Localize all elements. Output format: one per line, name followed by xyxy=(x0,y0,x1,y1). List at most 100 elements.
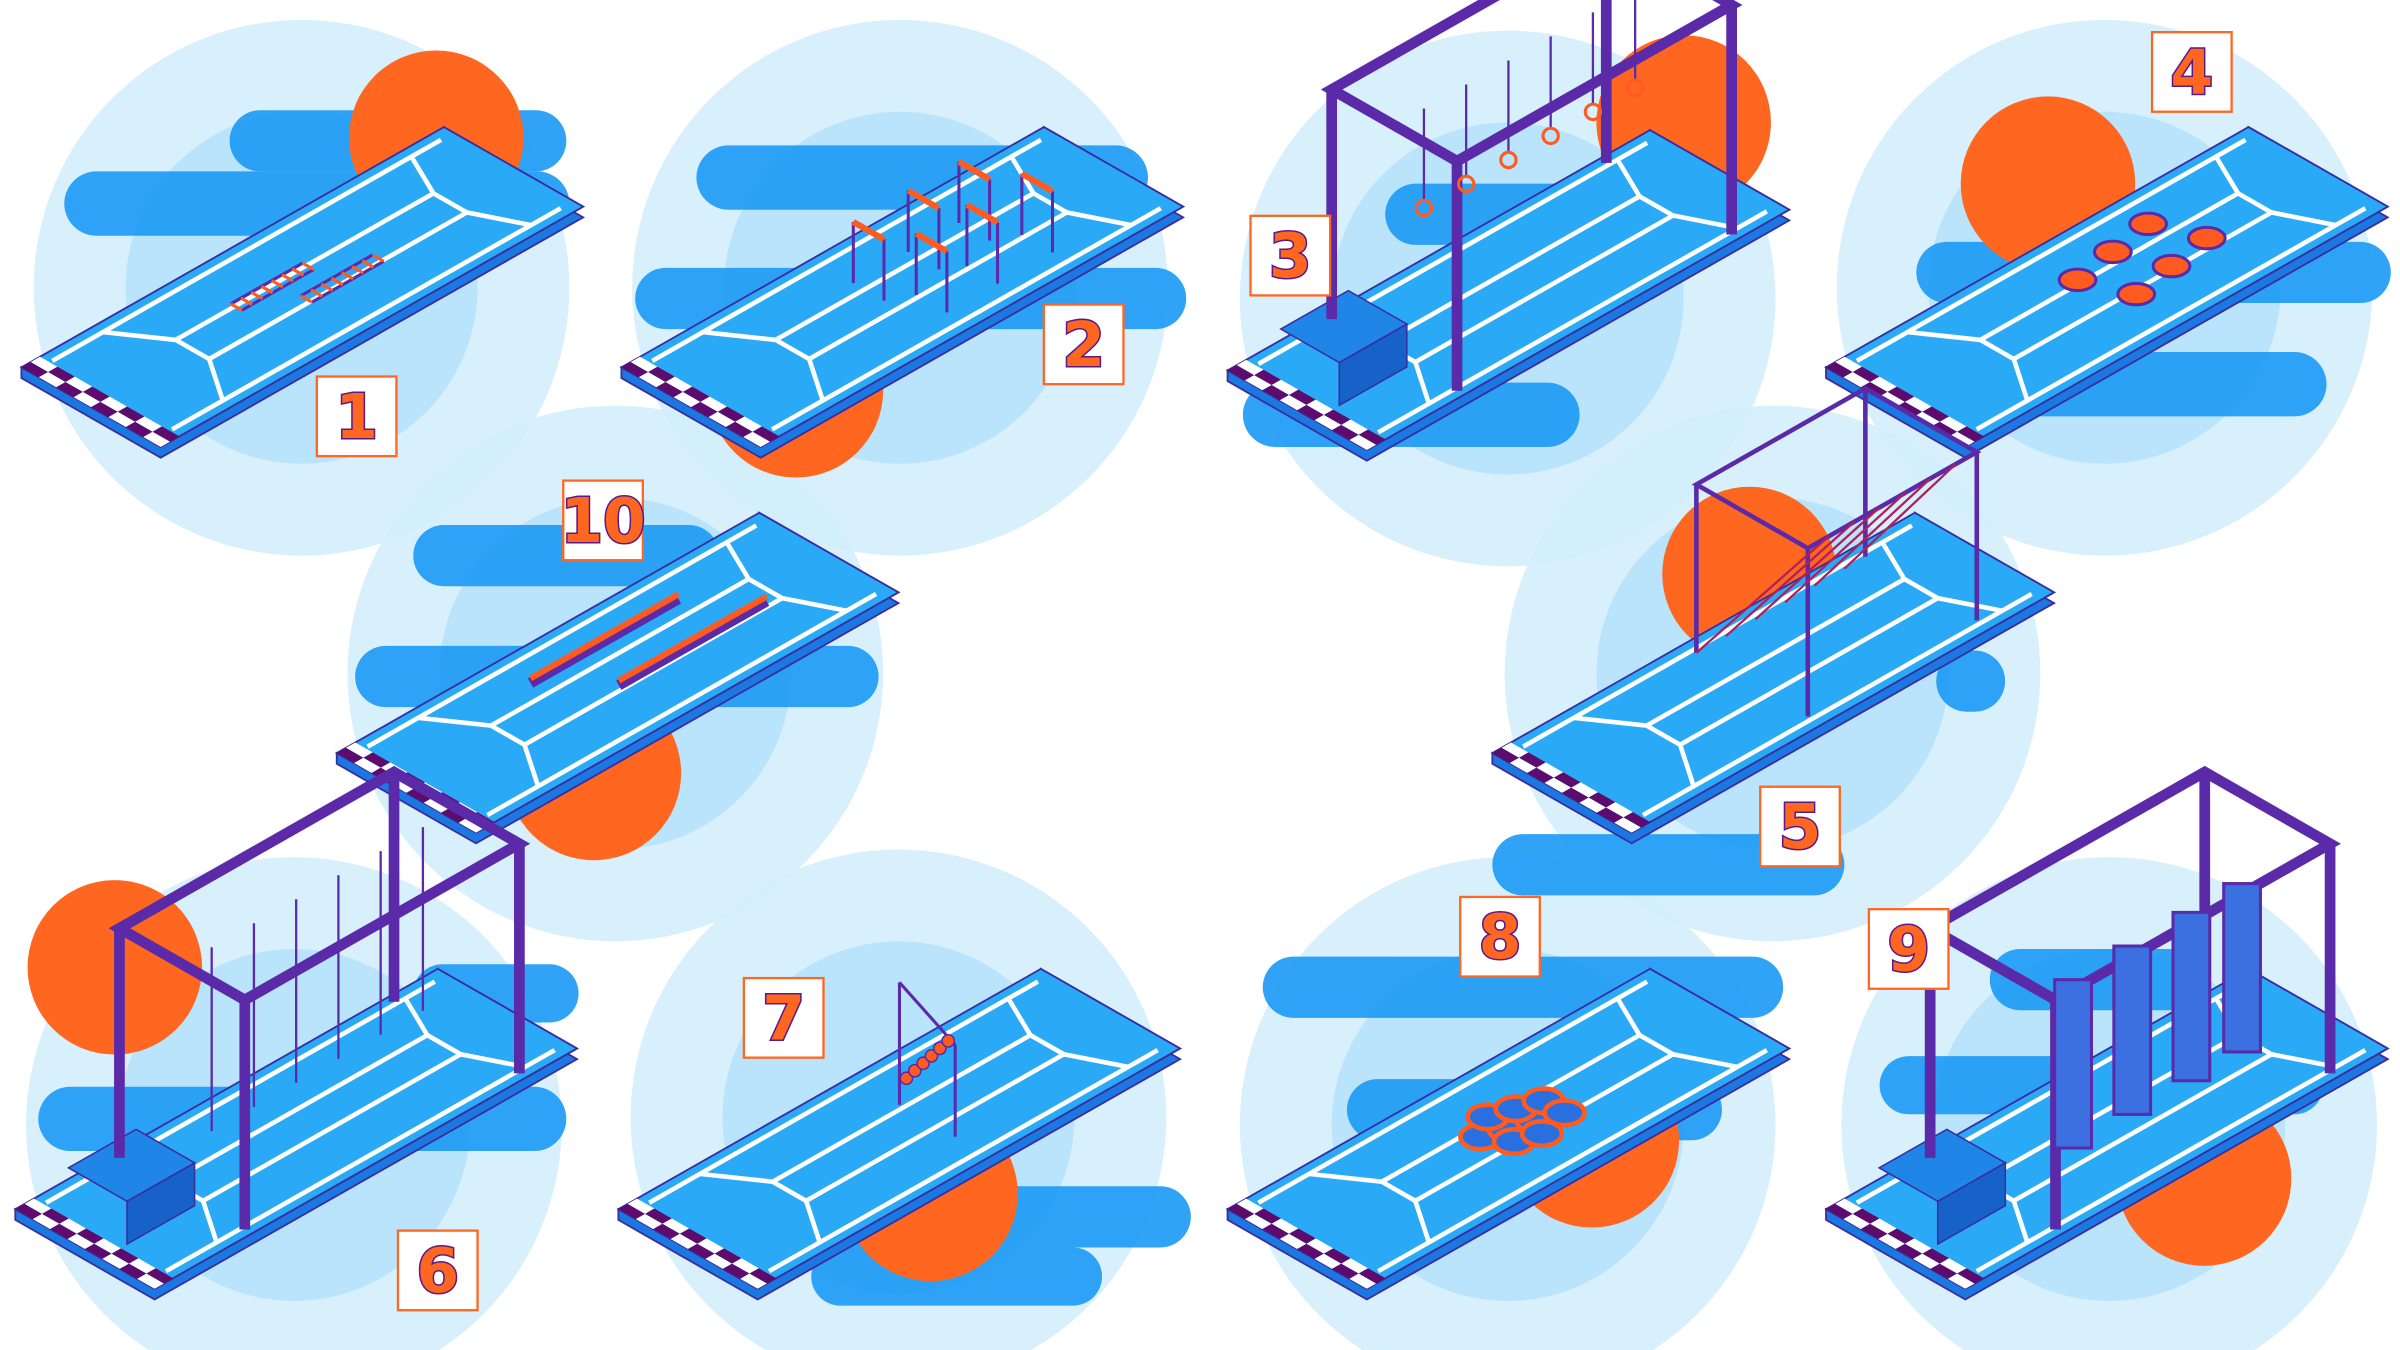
track-surface xyxy=(19,125,586,448)
checkered-flag-tile xyxy=(1289,1228,1316,1244)
checkered-flag-tile xyxy=(1561,787,1589,803)
label-box xyxy=(1759,785,1841,868)
checkered-flag-tile xyxy=(627,1198,655,1214)
track-border-line xyxy=(1377,209,1768,435)
scene-6: 6 xyxy=(13,765,579,1312)
checkered-flag-tile xyxy=(645,1208,672,1224)
checkered-flag-tile xyxy=(1957,426,1984,442)
checkered-flag-tile xyxy=(1843,1213,1871,1230)
climbing-hold xyxy=(916,1056,931,1071)
cage-rope xyxy=(1784,492,1906,604)
hanging-ring xyxy=(1541,126,1560,146)
checkered-flag-tile xyxy=(1939,1258,1967,1274)
checkered-flag-tile xyxy=(1623,812,1651,828)
checkered-flag-tile xyxy=(1588,792,1616,808)
tire xyxy=(1519,1119,1565,1149)
checkered-flag-tile xyxy=(638,372,666,388)
ladder-rung xyxy=(300,294,313,304)
checkered-flag-tile xyxy=(100,396,128,412)
checkered-flag-tile xyxy=(1279,1233,1307,1249)
checkered-flag-tile xyxy=(1236,359,1264,376)
checkered-flag-tile xyxy=(700,396,728,412)
checkered-flag-tile xyxy=(656,381,683,398)
checkered-flag-tile xyxy=(336,747,364,764)
checkered-flag-tile xyxy=(743,431,771,447)
checkered-flag-tile xyxy=(682,386,710,402)
beam-body xyxy=(527,594,682,688)
truss-top xyxy=(108,765,531,1007)
hanging-ring xyxy=(1414,198,1434,218)
checkered-flag-tile xyxy=(84,1243,112,1259)
checkered-flag-tile xyxy=(1852,1208,1880,1224)
lane-line xyxy=(1979,191,2240,342)
finish-zone-line xyxy=(403,997,526,1070)
checkered-flag-tile xyxy=(1501,742,1529,758)
scene-number: 4 xyxy=(2171,37,2214,108)
checkered-flag-tile xyxy=(1904,1238,1932,1254)
checkered-flag-tile xyxy=(152,426,180,442)
checkered-flag-tile xyxy=(1332,1263,1359,1279)
checkered-flag-tile xyxy=(143,431,171,447)
ring-swing-rig xyxy=(1279,0,1743,407)
hanging-ring xyxy=(1456,174,1476,194)
track-surface xyxy=(619,125,1186,448)
checkered-flag-tile xyxy=(1544,777,1572,793)
climbing-hold xyxy=(907,1063,922,1078)
checkered-flag-tile xyxy=(67,1233,95,1249)
ladder-rung xyxy=(291,267,305,277)
climbing-tower xyxy=(2222,882,2262,1054)
finish-zone-line xyxy=(1880,541,2003,614)
scene-number: 5 xyxy=(1779,792,1822,863)
track-border-line xyxy=(1855,137,2247,363)
track-surface xyxy=(334,511,901,834)
checkered-flag-tile xyxy=(705,1253,733,1269)
checkered-flag-tile xyxy=(1826,362,1853,378)
finish-zone-line xyxy=(1615,997,1738,1070)
hurdles xyxy=(851,159,1055,313)
checkered-flag-tile xyxy=(1913,1253,1940,1269)
checkered-flag-tile xyxy=(1895,401,1923,418)
scene-7: 7 xyxy=(616,967,1182,1301)
track-border-line xyxy=(767,1048,1159,1274)
checkered-flag-tile xyxy=(1860,381,1888,398)
ladder-rung xyxy=(341,271,354,281)
checkered-flag-tile xyxy=(722,1263,750,1279)
checkered-flag-tile xyxy=(146,1268,174,1284)
start-zone-line xyxy=(1573,715,1696,787)
checkered-flag-tile xyxy=(1349,434,1377,450)
checkered-flag-tile xyxy=(1244,375,1272,391)
equipment-box-top xyxy=(1279,289,1409,364)
checkered-flag-tile xyxy=(30,356,58,373)
checkered-flag-tile xyxy=(752,426,780,442)
ladder-rung xyxy=(371,253,385,263)
checkered-flag-tile xyxy=(1262,1223,1290,1240)
scene-number-label: 4 xyxy=(2150,30,2233,113)
ladder-rail xyxy=(241,268,315,312)
checkered-flag-tile xyxy=(48,366,75,382)
cage-rope xyxy=(1725,520,1856,637)
checkered-flag-tile xyxy=(1297,1243,1324,1259)
track-border-line xyxy=(486,591,878,818)
tire xyxy=(1542,1098,1587,1128)
checkered-flag-tile xyxy=(1870,1218,1897,1234)
truss-top xyxy=(1919,765,2341,1007)
checkered-flag-tile xyxy=(1236,1198,1264,1214)
scene-5: 5 xyxy=(1490,385,2056,868)
finish-zone-line xyxy=(724,541,847,614)
checkered-flag-tile xyxy=(1358,429,1386,445)
checkered-flag-tile xyxy=(1579,797,1607,813)
checkered-flag-tile xyxy=(1606,802,1633,818)
checkered-flag-tile xyxy=(653,1223,680,1240)
hurdle-bar xyxy=(1020,170,1054,194)
stepping-pad xyxy=(2057,267,2098,293)
ladder-rail xyxy=(311,259,385,304)
checkered-flag-tile xyxy=(708,411,736,428)
checkered-flag-tile xyxy=(648,366,675,382)
checkered-flag-tile xyxy=(1271,379,1299,395)
finish-zone-line xyxy=(2214,155,2337,228)
checkered-flag-tile xyxy=(24,1198,52,1214)
ladder-rung xyxy=(310,288,323,298)
checkered-flag-tile xyxy=(111,1248,139,1264)
scene-number: 10 xyxy=(560,486,645,557)
checkered-flag-tile xyxy=(137,1273,164,1289)
